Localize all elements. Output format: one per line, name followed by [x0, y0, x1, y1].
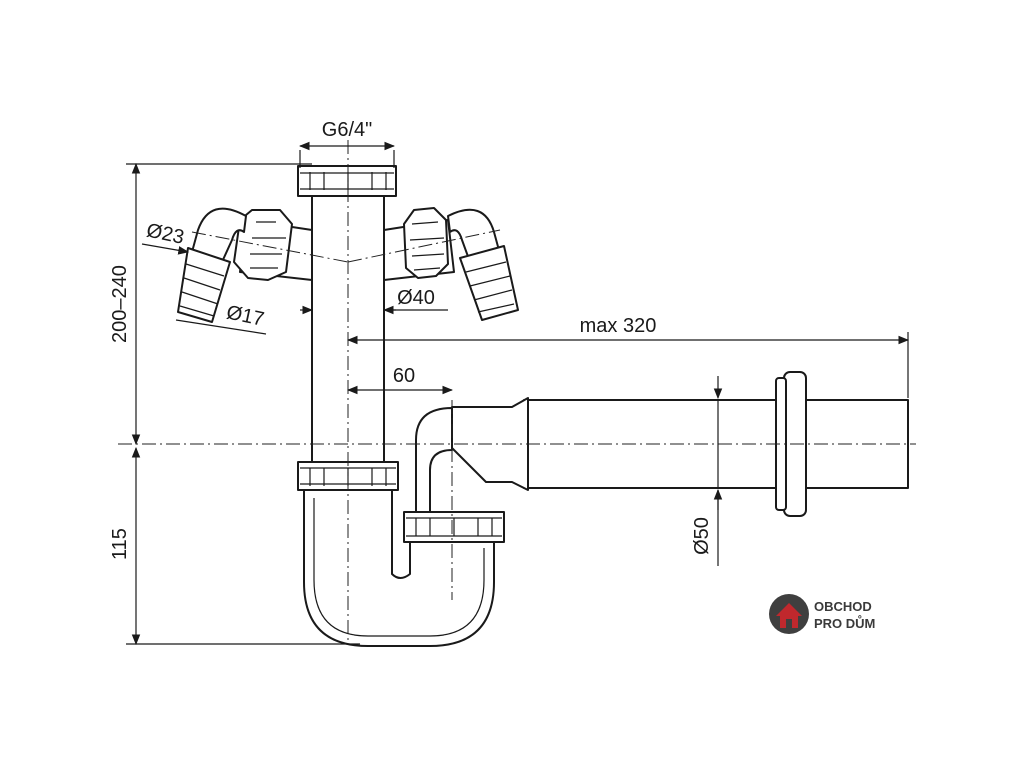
outlet-dia-label: Ø50 [691, 517, 713, 555]
logo-line-2: PRO DŮM [814, 615, 875, 631]
logo-line-1: OBCHOD [814, 599, 872, 614]
dimension-labels: G6/4" Ø23 Ø17 Ø40 200–240 115 max 320 60… [109, 119, 713, 560]
pipe-dia-label: Ø40 [397, 287, 435, 309]
standpipe [297, 165, 397, 465]
offset-label: 60 [393, 365, 415, 387]
height-range-label: 200–240 [109, 265, 131, 343]
shop-logo[interactable]: OBCHOD PRO DŮM [769, 594, 875, 634]
trap-depth-label: 115 [109, 528, 131, 560]
house-icon [769, 594, 809, 634]
max-length-label: max 320 [580, 315, 657, 337]
dimension-lines [126, 141, 910, 646]
left-hose-inlet [177, 207, 313, 323]
u-trap [297, 407, 505, 647]
inlet-hose-dia-label: Ø23 [144, 219, 186, 248]
hose-end-dia-label: Ø17 [224, 301, 266, 330]
thread-dim-label: G6/4" [322, 119, 372, 141]
